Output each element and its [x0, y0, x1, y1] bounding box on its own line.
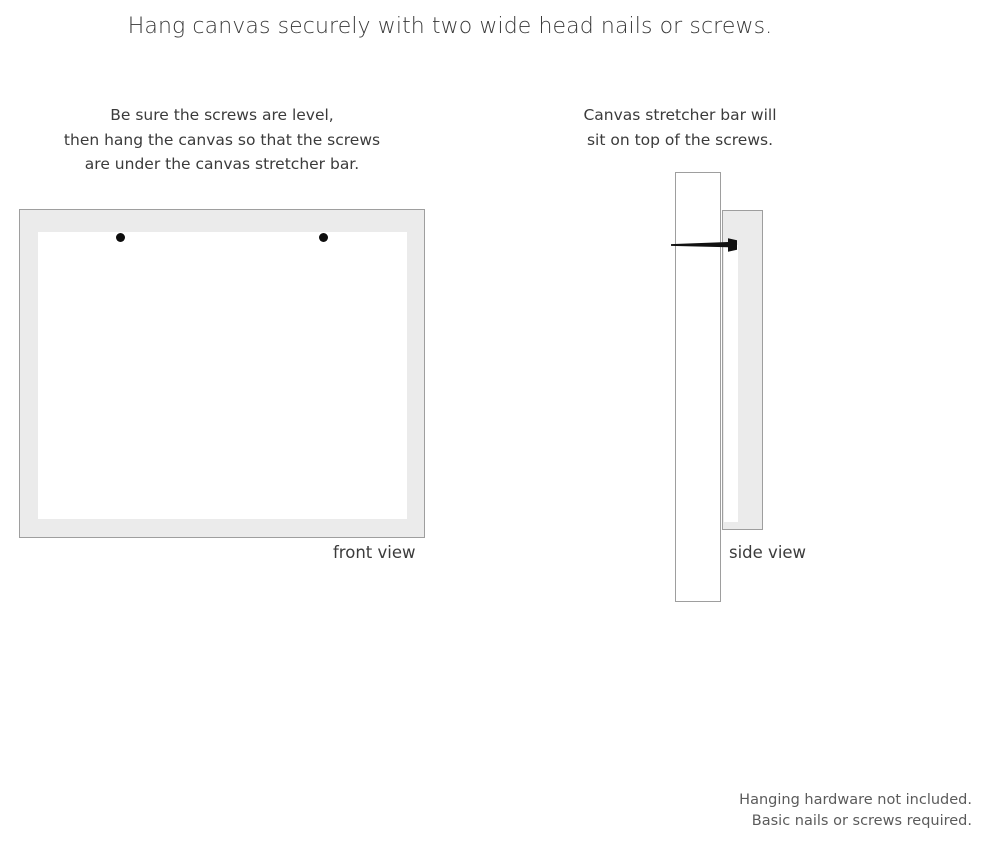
footer-line-1: Hanging hardware not included. [739, 792, 972, 808]
side-view-caption-line-1: Canvas stretcher bar will [583, 106, 777, 124]
front-view-caption-line-2: then hang the canvas so that the screws [63, 130, 381, 149]
front-view-diagram [19, 209, 425, 538]
side-view-label: side view [729, 543, 807, 562]
footer-note: Hanging hardware not included. Basic nai… [739, 790, 972, 832]
stretcher-bar-hollow [724, 245, 738, 522]
side-view-caption: Canvas stretcher bar will sit on top of … [545, 103, 815, 152]
screw-head-right-icon [319, 233, 328, 242]
front-view-caption: Be sure the screws are level, then hang … [12, 103, 432, 177]
side-view-diagram [671, 172, 815, 602]
footer-line-2: Basic nails or screws required. [751, 813, 972, 829]
wall-cross-section [675, 172, 721, 602]
page-title: Hang canvas securely with two wide head … [127, 14, 773, 39]
canvas-face [38, 232, 407, 519]
side-view-caption-line-2: sit on top of the screws. [586, 130, 774, 149]
front-view-caption-line-3: are under the canvas stretcher bar. [84, 155, 360, 173]
nail-icon [671, 238, 737, 252]
front-view-label: front view [333, 543, 416, 562]
front-view-caption-line-1: Be sure the screws are level, [110, 106, 334, 124]
screw-head-left-icon [116, 233, 125, 242]
